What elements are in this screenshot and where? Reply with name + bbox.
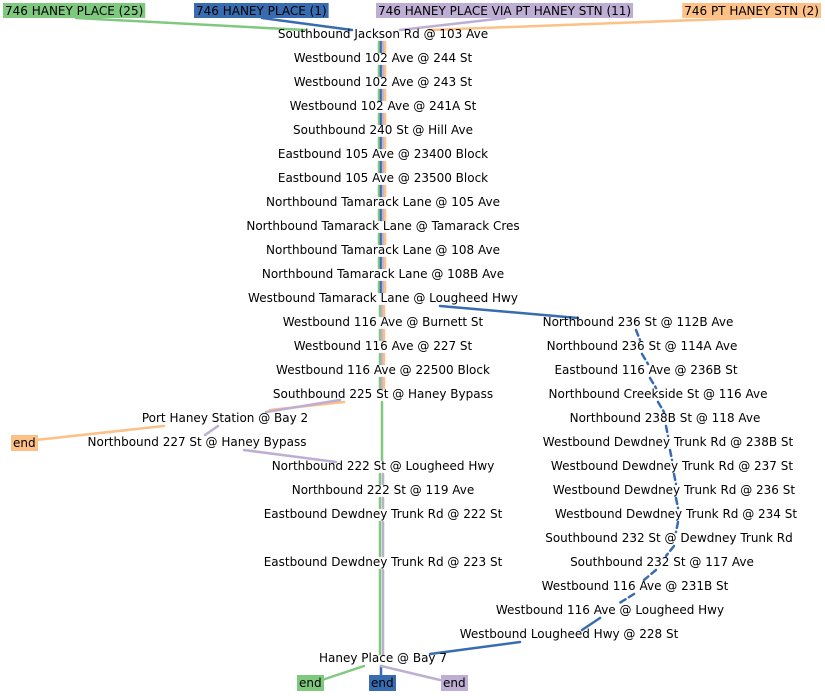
route-label-green: 746 HANEY PLACE (25): [3, 3, 146, 18]
purple-end-marker: end: [441, 675, 468, 691]
stop-labels: Southbound Jackson Rd @ 103 Ave Westboun…: [88, 27, 798, 665]
end-label: end: [371, 676, 394, 690]
stop-label: Northbound 238B St @ 118 Ave: [570, 411, 761, 425]
stop-label: Eastbound 105 Ave @ 23500 Block: [278, 171, 488, 185]
route-label-box: [376, 3, 634, 18]
shared-trunk-lines: [377, 40, 387, 294]
orange-end-marker: end: [11, 435, 38, 451]
stop-label: Southbound 225 St @ Haney Bypass: [273, 387, 493, 401]
stop-label: Southbound 240 St @ Hill Ave: [293, 123, 473, 137]
stop-label: Northbound Creekside St @ 116 Ave: [549, 387, 768, 401]
route-label-box: [194, 3, 329, 18]
route-label-blue: 746 HANEY PLACE (1): [194, 3, 329, 18]
stop-label: Westbound 116 Ave @ Burnett St: [283, 315, 484, 329]
end-label: end: [299, 676, 322, 690]
stop-label: Northbound Tamarack Lane @ 105 Ave: [266, 195, 500, 209]
stop-label: Southbound 232 St @ 117 Ave: [570, 555, 754, 569]
route-label-text: 746 HANEY PLACE VIA PT HANEY STN (11): [378, 4, 631, 18]
stop-label: Westbound 102 Ave @ 241A St: [290, 99, 477, 113]
stop-label: Westbound 116 Ave @ 22500 Block: [276, 363, 490, 377]
route-label-text: 746 HANEY PLACE (25): [5, 4, 143, 18]
route-label-text: 746 HANEY PLACE (1): [196, 4, 327, 18]
blue-route-start-line: [260, 16, 354, 32]
stop-label: Westbound Tamarack Lane @ Lougheed Hwy: [248, 291, 518, 305]
stop-label: Northbound 222 St @ Lougheed Hwy: [272, 459, 495, 473]
green-end-marker: end: [297, 675, 324, 691]
stop-label: Westbound 102 Ave @ 243 St: [294, 75, 473, 89]
stop-label: Eastbound Dewdney Trunk Rd @ 223 St: [264, 555, 503, 569]
stop-label: Northbound 236 St @ 114A Ave: [547, 339, 738, 353]
stop-label: Westbound 116 Ave @ 227 St: [294, 339, 473, 353]
purple-branch-lines: [203, 398, 442, 682]
stop-label: Eastbound 105 Ave @ 23400 Block: [278, 147, 488, 161]
stop-label: Northbound Tamarack Lane @ Tamarack Cres: [246, 219, 519, 233]
stop-label: Northbound Tamarack Lane @ 108 Ave: [266, 243, 500, 257]
stop-label: Port Haney Station @ Bay 2: [142, 411, 308, 425]
stop-label: Southbound Jackson Rd @ 103 Ave: [278, 27, 488, 41]
route-label-orange: 746 PT HANEY STN (2): [682, 3, 821, 18]
route-labels: 746 HANEY PLACE (25) 746 HANEY PLACE (1) 7…: [3, 3, 821, 18]
stop-label: Southbound 232 St @ Dewdney Trunk Rd: [545, 531, 793, 545]
blue-branch-lines: [379, 304, 680, 679]
route-label-box: [3, 3, 146, 18]
stop-label: Northbound 227 St @ Haney Bypass: [88, 435, 307, 449]
stop-label: Westbound 102 Ave @ 244 St: [294, 51, 473, 65]
stop-label: Northbound 222 St @ 119 Ave: [292, 483, 475, 497]
stop-label: Northbound 236 St @ 112B Ave: [543, 315, 734, 329]
green-route-start-line: [74, 16, 307, 32]
route-label-box: [682, 3, 821, 18]
route-lines: [34, 16, 752, 682]
end-label: end: [13, 436, 36, 450]
stop-label: Westbound Dewdney Trunk Rd @ 238B St: [543, 435, 794, 449]
stop-label: Westbound Dewdney Trunk Rd @ 234 St: [555, 507, 797, 521]
stop-label: Northbound Tamarack Lane @ 108B Ave: [262, 267, 504, 281]
green-lower-lines: [320, 400, 384, 682]
stop-label: Eastbound Dewdney Trunk Rd @ 222 St: [264, 507, 503, 521]
end-markers: end end end end: [11, 435, 468, 691]
stop-label: Haney Place @ Bay 7: [319, 651, 447, 665]
stop-label: Eastbound 116 Ave @ 236B St: [554, 363, 737, 377]
blue-end-marker: end: [369, 675, 396, 691]
three-route-trunk-lines: [378, 304, 386, 390]
orange-route-start-line: [428, 16, 752, 32]
purple-route-start-line: [398, 16, 507, 32]
end-label: end: [443, 676, 466, 690]
route-label-text: 746 PT HANEY STN (2): [684, 4, 819, 18]
stop-label: Westbound 116 Ave @ 231B St: [542, 579, 729, 593]
stop-label: Westbound Dewdney Trunk Rd @ 237 St: [551, 459, 793, 473]
stop-label: Westbound Dewdney Trunk Rd @ 236 St: [553, 483, 795, 497]
route-label-purple: 746 HANEY PLACE VIA PT HANEY STN (11): [376, 3, 634, 18]
stop-label: Westbound 116 Ave @ Lougheed Hwy: [496, 603, 724, 617]
stop-label: Westbound Lougheed Hwy @ 228 St: [460, 627, 679, 641]
